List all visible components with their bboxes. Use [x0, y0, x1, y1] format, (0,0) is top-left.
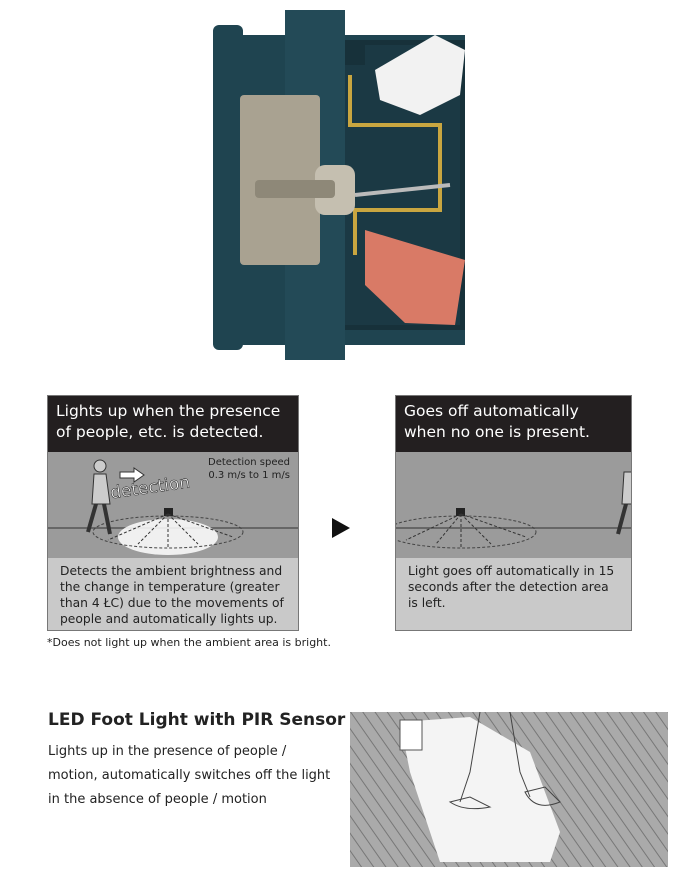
product-title: LED Foot Light with PIR Sensor [48, 710, 346, 730]
panel-off-illustration [396, 452, 631, 558]
panel-on-description: Detects the ambient brightness and the c… [48, 558, 298, 630]
panel-on-illustration: Detection speed 0.3 m/s to 1 m/s detecti… [48, 452, 298, 558]
sensor-device-cutaway-image [213, 10, 465, 360]
next-arrow-icon [332, 518, 350, 538]
detection-speed-value: 0.3 m/s to 1 m/s [208, 470, 290, 481]
product-description: Lights up in the presence of people / mo… [48, 744, 331, 807]
panel-on-title: Lights up when the presence of people, e… [48, 396, 298, 452]
foot-light-illustration [350, 712, 668, 867]
footnote: *Does not light up when the ambient area… [47, 636, 331, 649]
panel-off-description: Light goes off automatically in 15 secon… [396, 558, 631, 630]
panel-lights-off: Goes off automatically when no one is pr… [395, 395, 632, 631]
panel-lights-on: Lights up when the presence of people, e… [47, 395, 299, 631]
panel-off-title: Goes off automatically when no one is pr… [396, 396, 631, 452]
detection-speed-label: Detection speed [208, 457, 290, 468]
